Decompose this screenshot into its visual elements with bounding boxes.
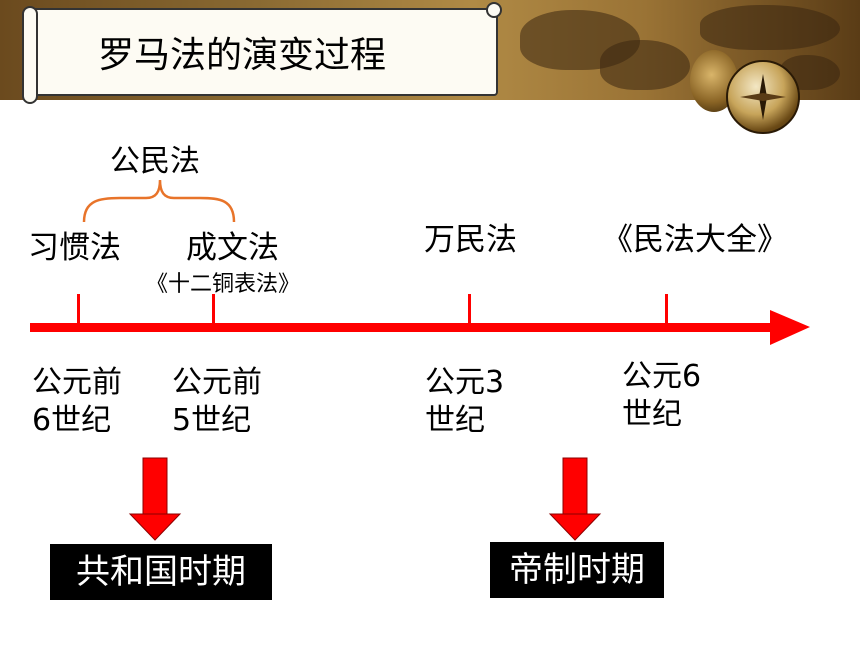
timeline-tick [468,294,471,324]
law-sublabel: 《十二铜表法》 [146,272,301,297]
down-arrow-empire [548,457,602,541]
compass-needle-icon [740,74,786,120]
date-label: 公元前 6世纪 [32,364,122,440]
timeline-tick [212,294,215,324]
map-landmass [700,5,840,50]
date-label: 公元前 5世纪 [172,364,262,440]
date-line: 5世纪 [172,403,252,438]
law-label: 《民法大全》 [602,222,788,258]
scroll-curl-right [486,2,502,18]
citizen-law-label: 公民法 [110,144,200,179]
date-line: 公元3 [425,365,505,400]
date-line: 世纪 [425,403,485,438]
date-label: 公元3 世纪 [425,364,504,440]
period-republic: 共和国时期 [50,544,272,600]
down-arrow-republic [128,457,182,541]
timeline-arrowhead [770,310,810,345]
timeline-axis [30,323,778,332]
law-label: 万民法 [424,222,517,258]
timeline-tick [665,294,668,324]
date-line: 世纪 [622,397,682,432]
law-label: 习惯法 [28,230,121,266]
page-title: 罗马法的演变过程 [98,35,387,76]
period-empire: 帝制时期 [490,542,664,598]
date-line: 公元前 [32,365,122,400]
title-scroll [28,8,498,96]
date-line: 公元前 [172,365,262,400]
date-label: 公元6 世纪 [622,358,701,434]
date-line: 公元6 [622,359,702,394]
citizen-law-brace [82,179,236,223]
compass-icon [726,60,800,134]
scroll-curl-left [22,6,38,104]
timeline-tick [77,294,80,324]
date-line: 6世纪 [32,403,112,438]
law-label: 成文法 [186,230,279,266]
map-landmass [600,40,690,90]
